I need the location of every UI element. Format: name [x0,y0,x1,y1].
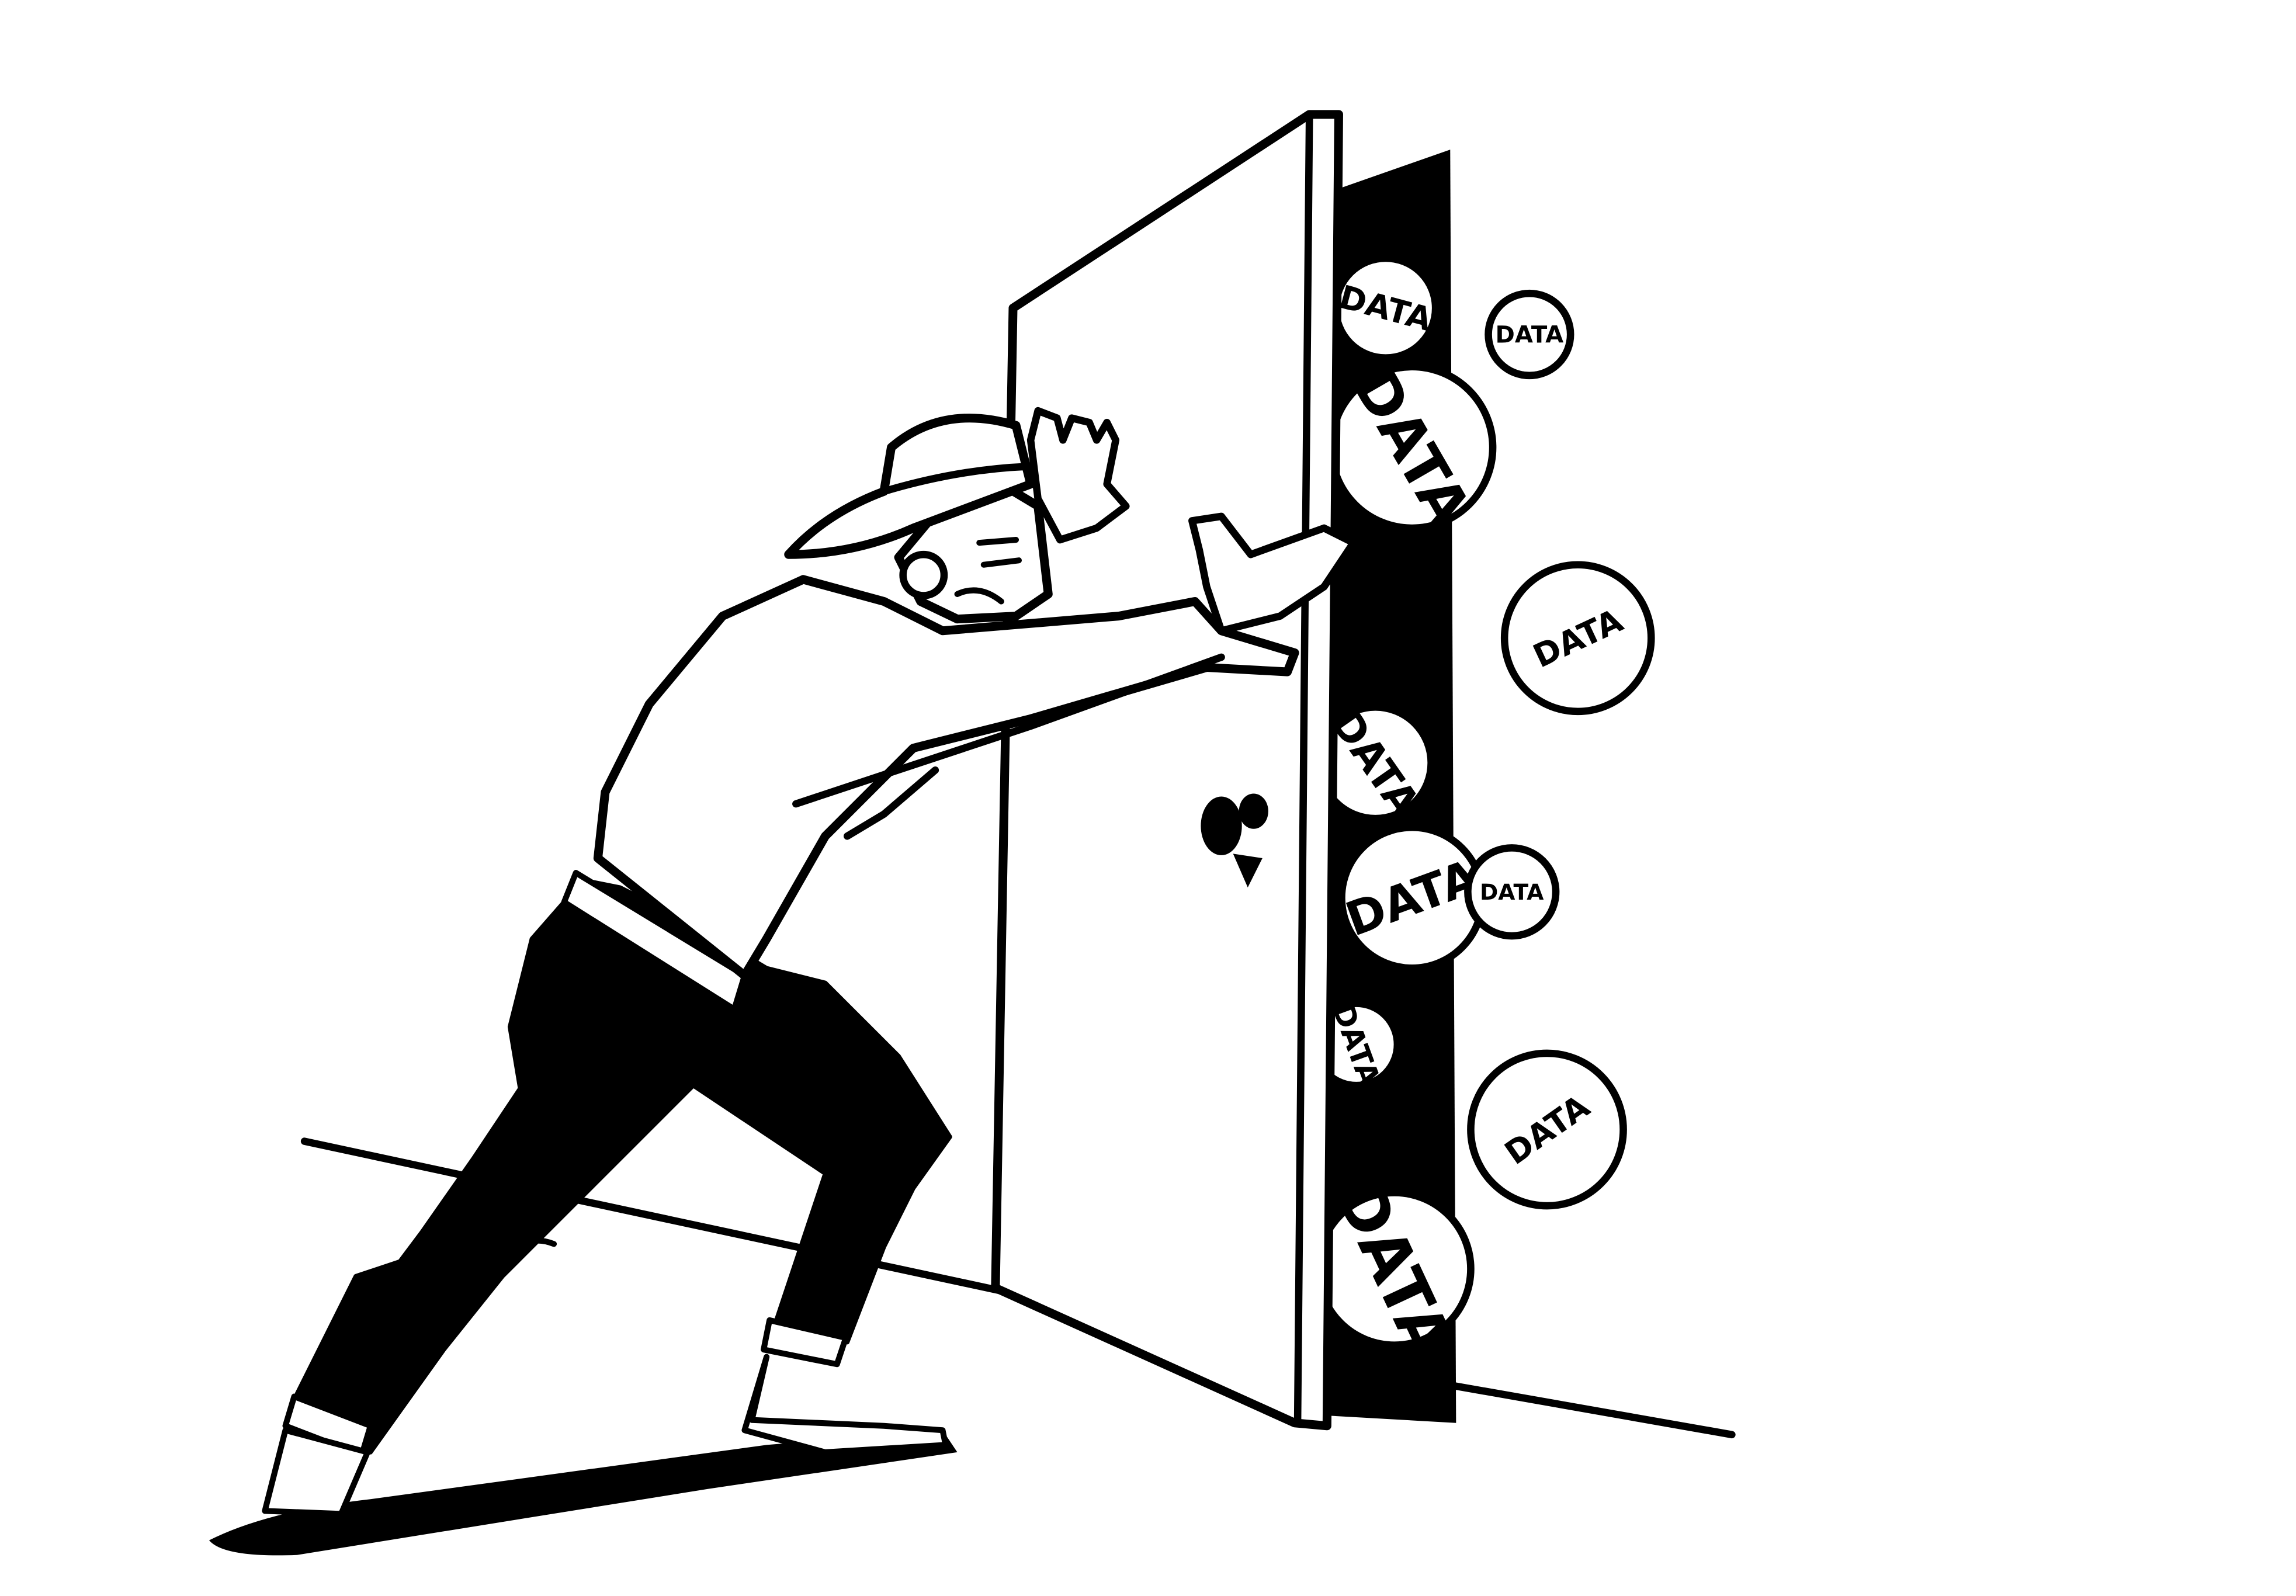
data-ball: DATA [1338,823,1486,972]
data-ball-circle [1467,1049,1627,1210]
door-knob [1201,793,1268,888]
person-pushing [209,407,1357,1556]
trousers [287,877,952,1455]
hand-reaching [1188,512,1357,635]
data-ball: DATA [1327,357,1497,539]
data-ball-circle [1485,289,1574,380]
data-ball-label: DATA [1480,879,1544,905]
hand-raised [1026,407,1130,544]
data-ball: DATA [1332,254,1440,362]
data-ball: DATA [1311,998,1402,1091]
data-ball-circle [1500,561,1655,716]
data-ball-label: DATA [1496,322,1564,349]
door [991,110,1343,1431]
data-ball: DATA [1316,700,1435,826]
data-ball: DATA [1500,561,1655,716]
data-ball: DATA [1467,1049,1627,1210]
shadow [209,1430,958,1556]
data-ball-circle [1464,844,1560,940]
data-ball: DATA [1464,844,1560,940]
data-ball: DATA [1485,289,1574,380]
